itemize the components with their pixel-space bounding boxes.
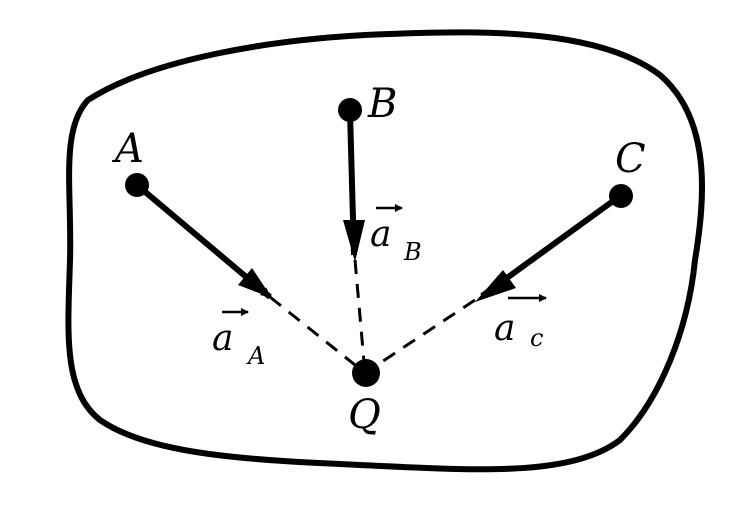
vector-aB-subscript: B	[403, 238, 422, 266]
vector-aB-label: a B	[370, 204, 422, 266]
vector-aA-label: a A	[212, 308, 265, 370]
point-C	[609, 184, 633, 208]
point-A	[125, 173, 149, 197]
vector-aB-symbol: a	[370, 214, 391, 255]
vector-aA-arrowhead	[238, 268, 272, 298]
vector-aA-symbol: a	[212, 318, 233, 359]
vector-aA-subscript: A	[246, 342, 265, 370]
vector-aC-subscript: c	[530, 324, 543, 352]
vector-aB-arrowhead	[343, 220, 365, 262]
dashed-line-C-Q	[364, 298, 476, 375]
label-point-Q: Q	[348, 392, 381, 438]
point-Q	[352, 359, 380, 387]
vector-aC-label: a c	[494, 294, 547, 352]
point-B	[338, 98, 362, 122]
label-point-A: A	[111, 126, 144, 172]
dashed-line-A-Q	[269, 295, 366, 375]
label-point-C: C	[615, 136, 646, 182]
dashed-line-B-Q	[353, 259, 367, 374]
body-outline	[65, 29, 705, 473]
vector-aC-symbol: a	[494, 308, 515, 349]
vector-aC-arrowhead	[475, 270, 516, 302]
label-point-B: B	[367, 81, 397, 127]
